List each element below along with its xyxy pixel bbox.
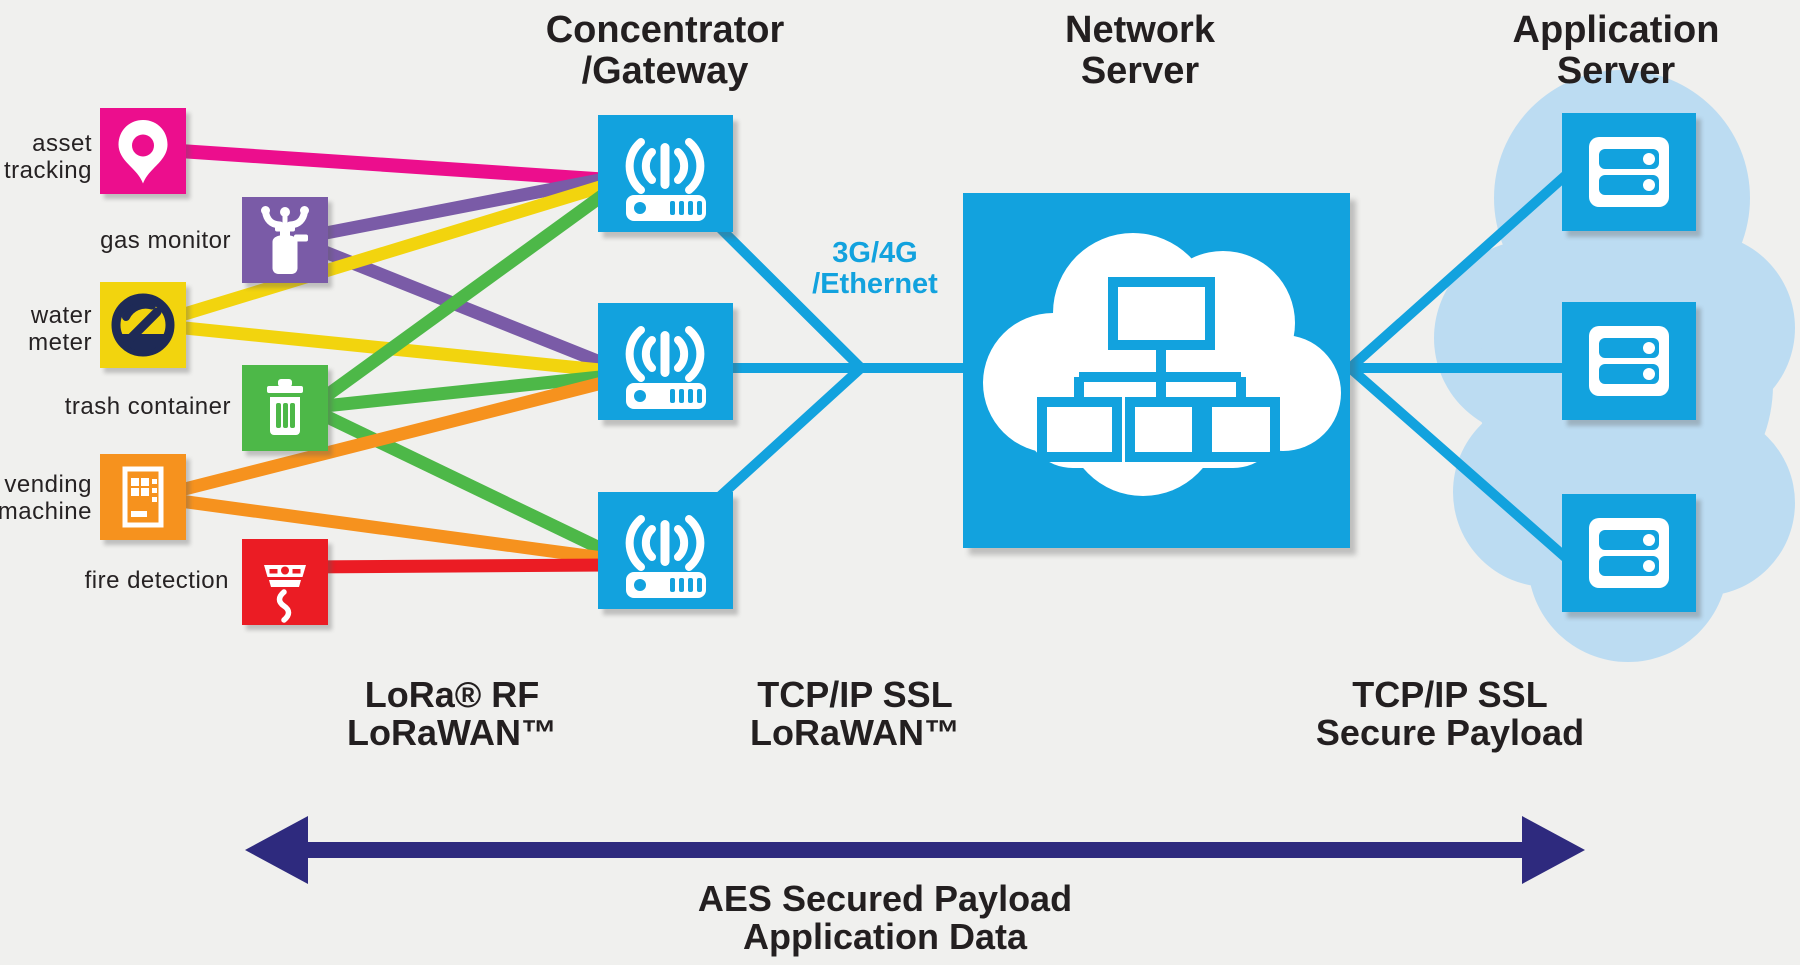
label-tcpip-lorawan-line1: TCP/IP SSL [757,674,953,715]
app-server-2 [1562,302,1696,420]
gateway-antenna-icon [625,515,706,598]
server-icon [1589,518,1669,588]
header-gateway-line2: /Gateway [581,50,749,92]
aes-caption-line2: Application Data [742,916,1028,957]
label-tcpip-lorawan-line2: LoRaWAN™ [750,712,960,753]
label-tcpip-secure-line1: TCP/IP SSL [1352,674,1548,715]
header-network-line2: Server [1080,50,1200,92]
link-gw1-junction [711,219,866,373]
label-ethernet: /Ethernet [812,268,938,300]
link-gw3-junction [711,363,866,505]
network-hierarchy-icon [1037,277,1280,462]
gateway-3 [598,492,733,609]
app-server-3 [1562,494,1696,612]
vending-machine-box [100,454,186,540]
label-3g4g-ethernet: 3G/4G /Ethernet [775,238,975,300]
server-icon [1589,326,1669,396]
label-3g4g: 3G/4G [832,237,918,269]
link-gas-monitor-gw1 [298,171,612,245]
header-gateway-line1: Concentrator [545,9,785,51]
network-cloud-icon [983,233,1341,496]
water-meter-label-line2: meter [28,329,92,356]
asset-tracking-box [100,108,186,194]
app-server-1 [1562,113,1696,231]
label-lora-rf-line2: LoRaWAN™ [347,712,557,753]
vending-machine-label-line2: machine [0,498,92,525]
gas-monitor-label: gas monitor [100,227,231,254]
trash-container-label: trash container [65,393,231,420]
label-lora-rf-line1: LoRa® RF [364,674,540,715]
link-asset-tracking-gw1 [164,143,611,187]
vending-machine-icon [122,466,164,528]
gas-monitor-label-line1: gas monitor [100,227,231,254]
gas-tank-icon [261,206,309,274]
location-pin-icon [118,120,168,184]
header-network-line1: Network [1065,9,1215,51]
link-trash-container-gw2 [314,369,611,414]
header-application-line2: Server [1556,50,1676,92]
gateway-antenna-icon [625,326,706,409]
link-ns-app-server-1 [1345,171,1570,373]
gas-monitor-box [242,197,328,283]
asset-tracking-label: asset tracking [4,130,92,184]
header-concentrator-gateway: Concentrator /Gateway [485,10,845,92]
aes-caption-line1: AES Secured Payload [697,878,1073,919]
link-trash-container-gw1 [311,184,614,410]
trash-can-icon [267,379,303,435]
link-vending-machine-gw3 [164,492,611,566]
link-water-meter-gw1 [163,177,612,327]
fire-detection-label-line1: fire detection [84,567,229,594]
asset-tracking-label-line1: asset [32,130,92,157]
gauge-icon [111,293,175,357]
vending-machine-label: vending machine [0,471,92,525]
aes-caption: AES Secured Payload Application Data [535,880,1235,956]
asset-tracking-label-line2: tracking [3,157,92,184]
label-tcpip-lorawan: TCP/IP SSL LoRaWAN™ [645,676,1065,752]
link-fire-detection-gw3 [299,558,611,574]
link-vending-machine-gw2 [163,374,612,501]
fire-detection-label: fire detection [85,567,229,594]
fire-detection-box [242,539,328,625]
gateway-antenna-icon [625,138,706,221]
link-ns-app-server-3 [1345,363,1570,562]
gateway-1 [598,115,733,232]
water-meter-label: water meter [28,302,92,356]
label-lora-rf: LoRa® RF LoRaWAN™ [242,676,662,752]
header-application-line1: Application [1512,9,1720,51]
vending-machine-label-line1: vending [4,471,92,498]
label-tcpip-secure-line2: Secure Payload [1315,712,1585,753]
water-meter-box [100,282,186,368]
gateway-2 [598,303,733,420]
label-tcpip-secure-payload: TCP/IP SSL Secure Payload [1240,676,1660,752]
water-meter-label-line1: water [30,302,92,329]
trash-container-label-line1: trash container [64,393,231,420]
header-network-server: Network Server [960,10,1320,92]
trash-container-box [242,365,328,451]
header-application-server: Application Server [1436,10,1796,92]
server-icon [1589,137,1669,207]
smoke-detector-icon [264,565,306,623]
network-server-box [963,193,1350,548]
link-trash-container-gw3 [312,405,613,559]
